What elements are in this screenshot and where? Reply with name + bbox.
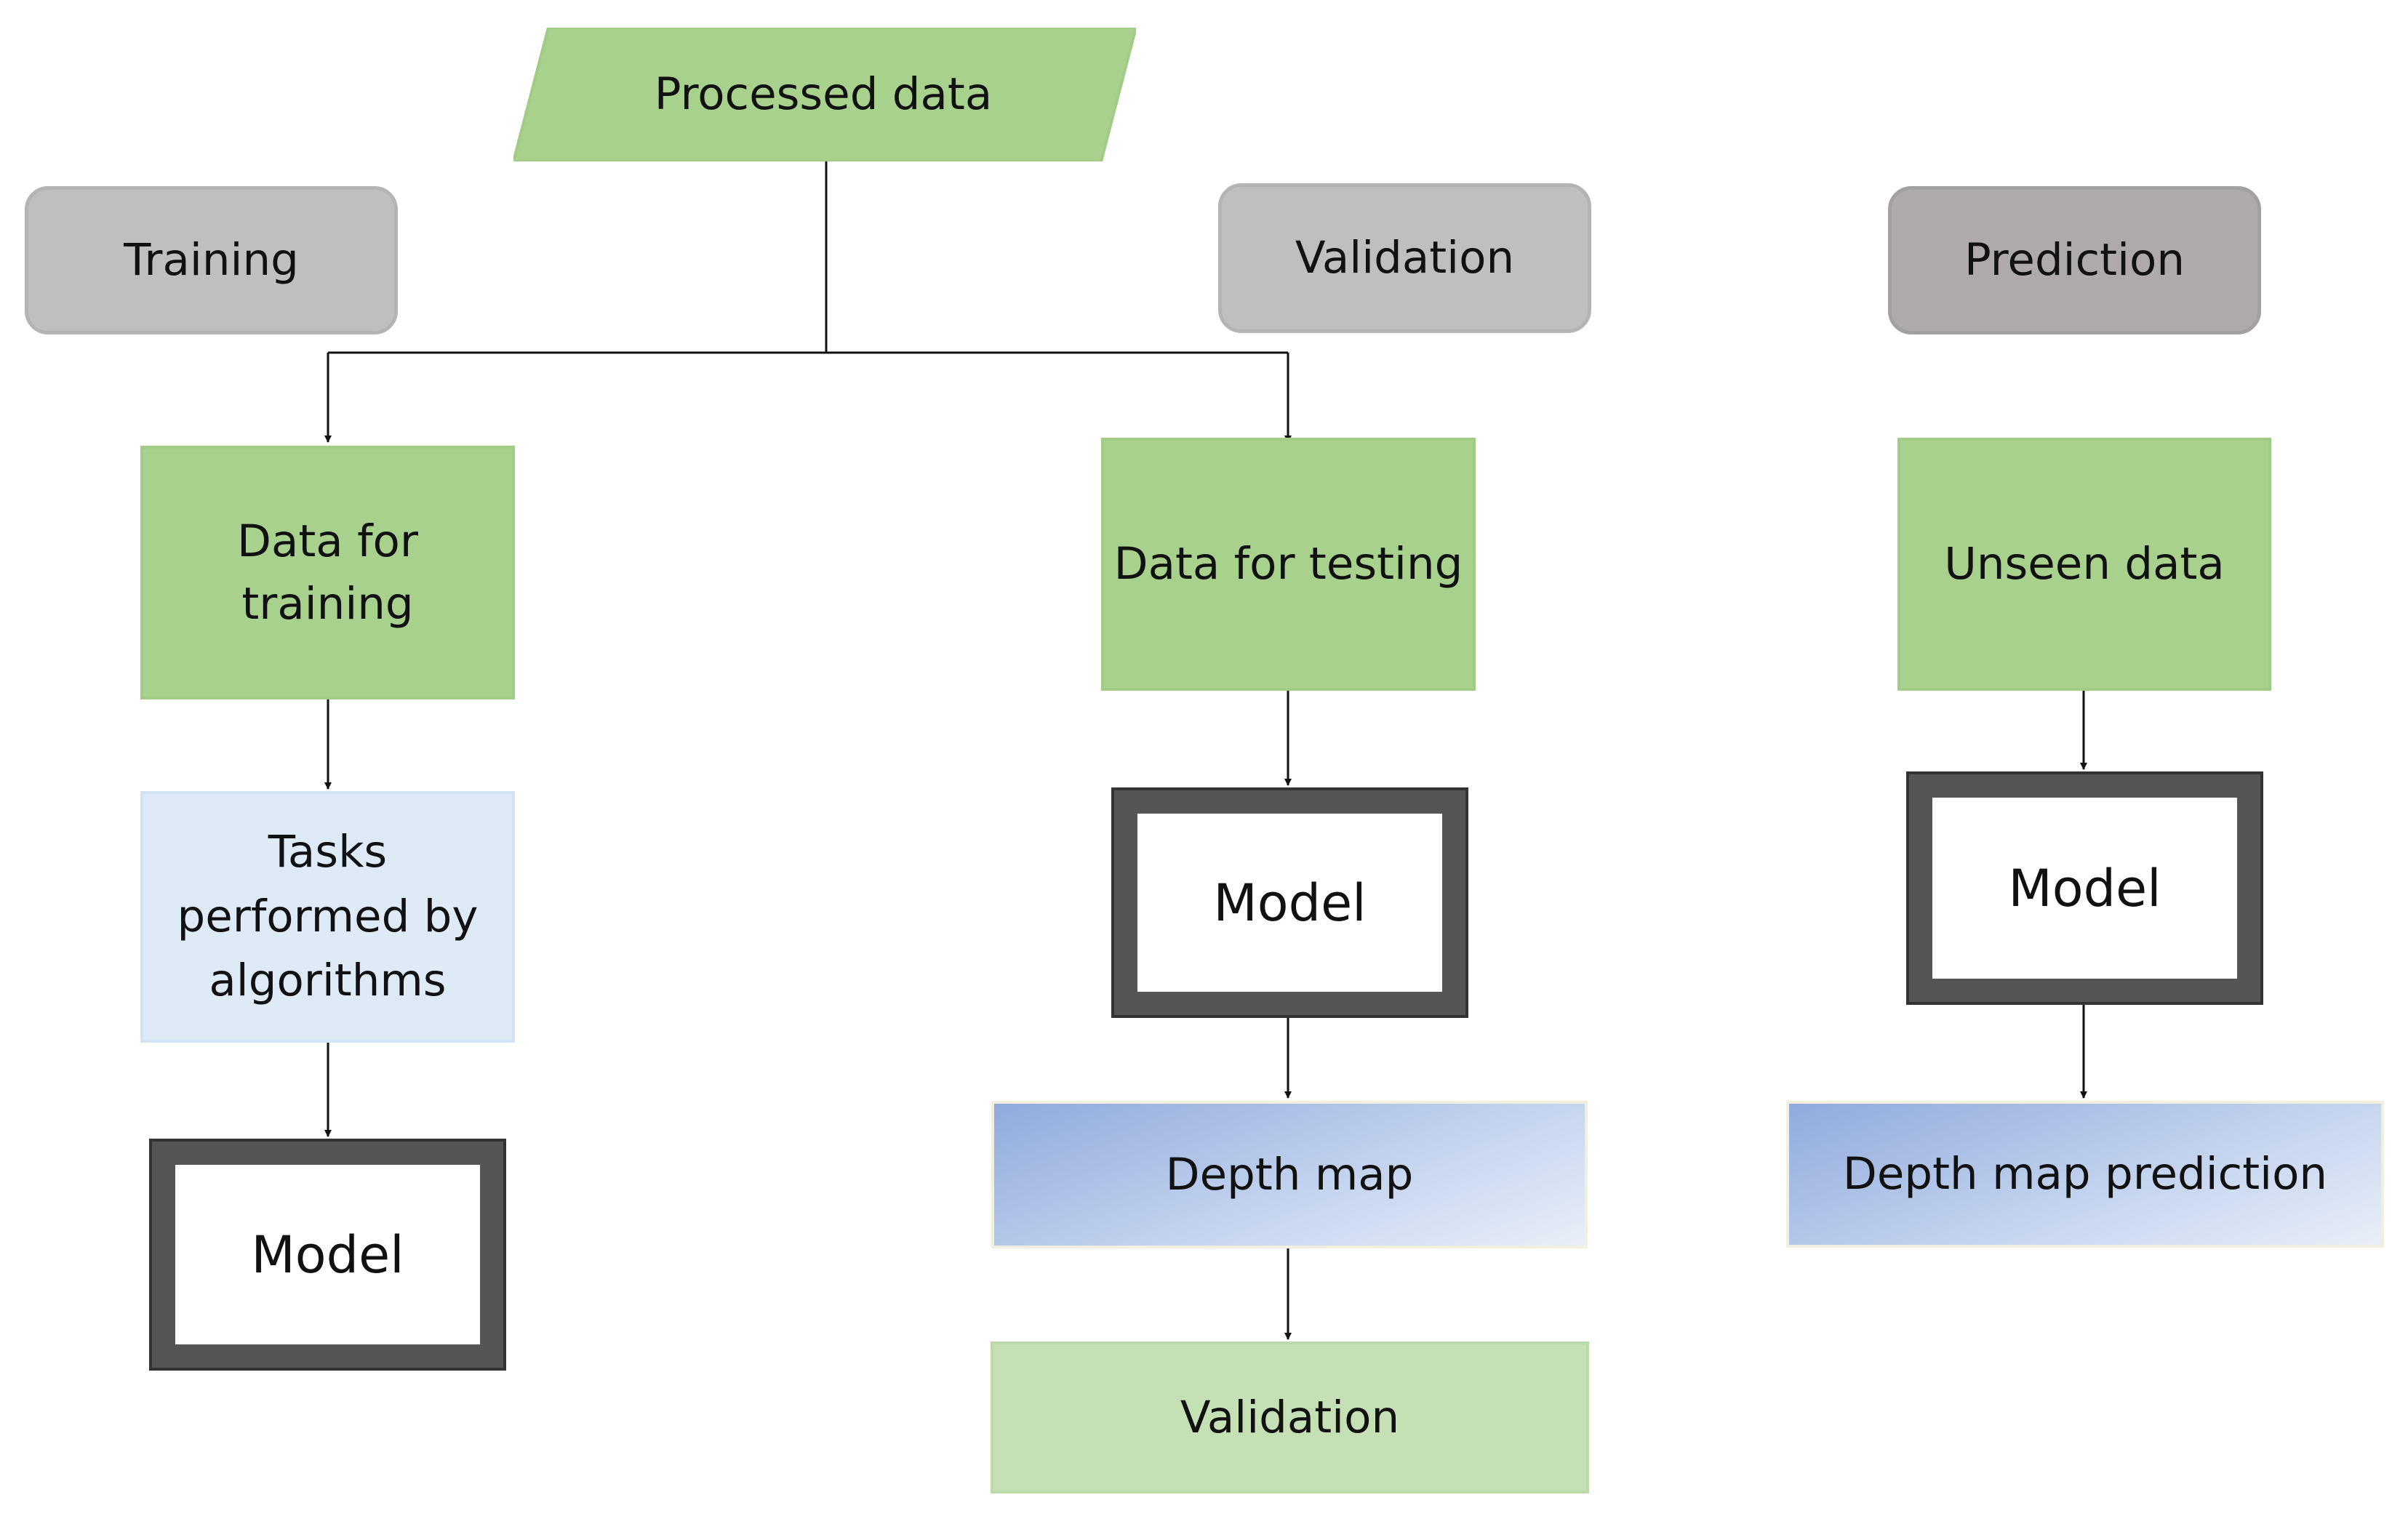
tasks-label: Tasks performed by algorithms [177, 826, 479, 1007]
processed-data-label: Processed data [654, 68, 993, 121]
processed-data-node: Processed data [547, 28, 1100, 161]
testing-data-label: Data for testing [1113, 538, 1463, 590]
processed-data-shape [513, 28, 1136, 161]
validation-model-box: Model [1111, 787, 1468, 1018]
prediction-model-label: Model [2008, 858, 2161, 918]
testing-data-box: Data for testing [1101, 438, 1476, 691]
depth-map-label: Depth map [1165, 1148, 1414, 1200]
training-phase-label: Training [124, 234, 299, 286]
depth-map-box: Depth map [991, 1101, 1588, 1248]
validation-result-box: Validation [991, 1341, 1589, 1493]
prediction-phase-label: Prediction [1964, 234, 2185, 286]
training-phase-header: Training [25, 186, 398, 334]
prediction-phase-header: Prediction [1888, 186, 2261, 334]
validation-phase-label: Validation [1295, 232, 1515, 284]
tasks-box: Tasks performed by algorithms [140, 791, 515, 1043]
training-data-label: Data for training [237, 516, 418, 630]
validation-phase-header: Validation [1218, 183, 1591, 333]
depth-map-prediction-box: Depth map prediction [1786, 1101, 2384, 1248]
depth-map-prediction-label: Depth map prediction [1842, 1148, 2328, 1200]
training-model-box: Model [149, 1139, 506, 1371]
validation-result-label: Validation [1180, 1391, 1400, 1443]
prediction-model-box: Model [1906, 771, 2263, 1005]
training-data-box: Data for training [140, 446, 515, 699]
unseen-data-box: Unseen data [1897, 438, 2271, 691]
training-model-label: Model [251, 1224, 404, 1285]
validation-model-label: Model [1213, 873, 1367, 933]
unseen-data-label: Unseen data [1944, 538, 2225, 590]
